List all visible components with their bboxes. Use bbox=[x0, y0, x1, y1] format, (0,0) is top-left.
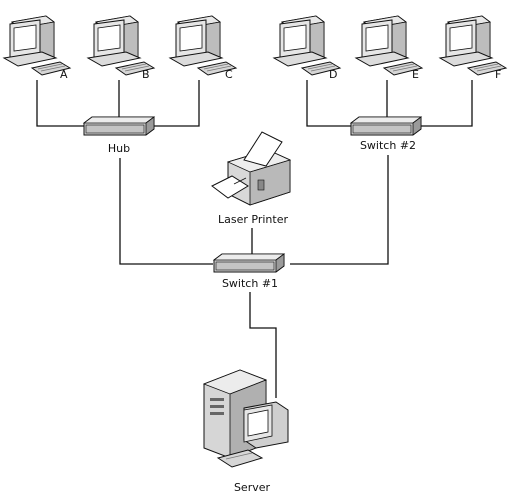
computer-e: E bbox=[355, 15, 423, 81]
computer-icon bbox=[273, 15, 341, 76]
computer-icon bbox=[3, 15, 71, 76]
computer-icon bbox=[169, 15, 237, 76]
computer-icon bbox=[355, 15, 423, 76]
computer-icon bbox=[439, 15, 507, 76]
computer-label: C bbox=[225, 68, 233, 81]
cable-c-hub bbox=[154, 80, 200, 127]
cable-f-switch2 bbox=[421, 80, 473, 127]
computer-b: B bbox=[87, 15, 155, 81]
switch-icon bbox=[350, 116, 422, 136]
cables bbox=[36, 80, 473, 398]
computer-icon bbox=[87, 15, 155, 76]
computer-label: B bbox=[142, 68, 150, 81]
switch-2: Switch #2 bbox=[350, 116, 422, 152]
cable-d-switch2 bbox=[306, 80, 352, 127]
computer-a: A bbox=[3, 15, 71, 81]
switch-1-label: Switch #1 bbox=[222, 277, 278, 290]
printer-label: Laser Printer bbox=[218, 213, 288, 226]
hub-icon bbox=[83, 116, 155, 136]
server-label: Server bbox=[234, 481, 271, 494]
cable-hub-switch1 bbox=[119, 158, 213, 265]
switch-2-label: Switch #2 bbox=[360, 139, 416, 152]
computer-f: F bbox=[439, 15, 507, 81]
laser-printer: Laser Printer bbox=[211, 131, 292, 226]
computer-label: D bbox=[329, 68, 337, 81]
hub: Hub bbox=[83, 116, 155, 155]
hub-label: Hub bbox=[108, 142, 130, 155]
switch-1: Switch #1 bbox=[213, 253, 285, 290]
server-icon bbox=[202, 369, 289, 468]
cable-a-hub bbox=[36, 80, 85, 127]
computer-label: E bbox=[412, 68, 419, 81]
cable-switch2-switch1 bbox=[290, 155, 389, 265]
server: Server bbox=[202, 369, 289, 494]
cable-switch1-server bbox=[249, 292, 277, 398]
switch-icon bbox=[213, 253, 285, 273]
computer-label: F bbox=[495, 68, 501, 81]
computer-label: A bbox=[60, 68, 68, 81]
printer-icon bbox=[211, 131, 292, 206]
computer-d: D bbox=[273, 15, 341, 81]
computer-c: C bbox=[169, 15, 237, 81]
